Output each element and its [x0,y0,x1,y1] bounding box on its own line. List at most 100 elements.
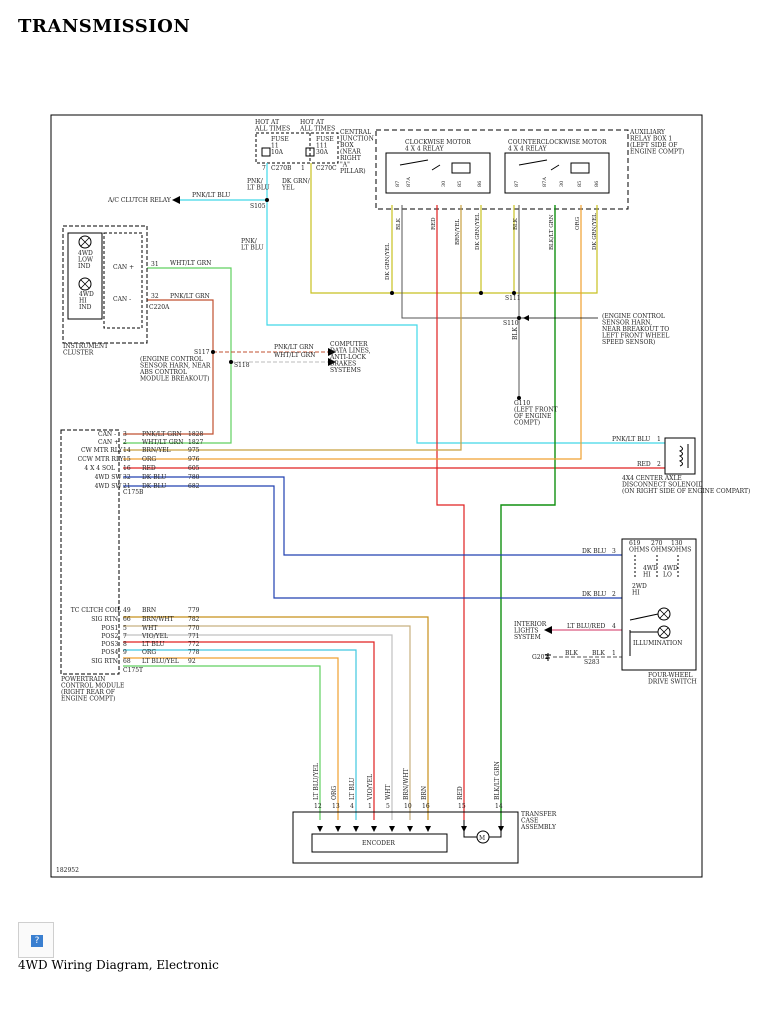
vertical-wire-label: RED [431,217,437,230]
vertical-wire-label: DK GRN/YEL [385,243,391,280]
solenoid-pin-1: 1 [657,436,661,443]
can-minus-label: CAN - [113,296,131,303]
tc-pin: 4 [350,803,354,810]
image-placeholder-icon[interactable]: ? [18,922,54,958]
wht-lt-grn-splice-label: WHT/LT GRN [274,352,315,359]
pcm-pin: 32 [123,474,131,481]
tc-pin-arrow-icon [335,826,341,832]
relay-pin: 87A [406,177,412,187]
pcm-pin: 16 [123,465,131,472]
pcm-wire-color: BRN/WHT [142,616,174,623]
relay-pin: 87A [542,177,548,187]
relay-pin: 87 [395,181,401,187]
pcm-wire-color: ORG [142,456,156,463]
cluster-pin-31: 31 [151,261,159,268]
pcm-circuit: 975 [188,447,200,454]
dk-blu-label-2: DK BLU [582,591,606,598]
pcm-pin: 9 [123,649,127,656]
tc-wire-label: BRN [421,786,428,800]
relay-pin: 30 [441,181,447,187]
pnk-lt-blu-label-a: PNK/LT BLU [247,178,270,192]
lt-blu-red-label: LT BLU/RED [567,623,605,630]
blk-label: BLK [512,327,519,340]
pnk-lt-blu-label-c: PNK/LT BLU [192,192,230,199]
g202-label: G202 [532,654,548,661]
pcm-wire-color: RED [142,465,156,472]
tc-wire-label: BLK/LT GRN [494,761,501,800]
solenoid-wire-1: PNK/LT BLU [612,436,650,443]
tc-pin: 13 [332,803,340,810]
pin-7: 7 [262,165,266,172]
tc-pin-arrow-icon [389,826,395,832]
tc-pin-arrow-icon [461,826,467,832]
illumination-label: ILLUMINATION [633,640,682,647]
relay-pin: 86 [594,181,600,187]
figure-caption: 4WD Wiring Diagram, Electronic [18,958,219,972]
tc-pin-arrow-icon [317,826,323,832]
s283-label: S283 [584,659,600,666]
pcm-pin: 2 [123,439,127,446]
pcm-wire-color: BRN [142,607,156,614]
tc-pin-arrow-icon [353,826,359,832]
pcm-signal-name: POS4 [101,649,118,656]
dk-grn-yel-label: DK GRN/YEL [281,178,311,192]
tc-wire-label: BRN/WHT [403,768,410,800]
tc-wire-label: LT BLU [349,777,356,800]
relay-pin: 85 [577,181,583,187]
tc-wire-label: WHT [385,785,392,800]
pcm-signal-name: 4WD SW [95,474,123,481]
vertical-wire-label: DK GRN/YEL [592,213,598,250]
can-plus-label: CAN + [113,264,134,271]
pcm-wire-color: WHT [142,625,157,632]
help-icon: ? [31,935,43,947]
tc-pin-arrow-icon [498,826,504,832]
pcm-wire-color: DK BLU [142,474,166,481]
ccw-relay-pins: 87 87A 30 85 86 [514,177,600,187]
pcm-pin: 21 [123,483,131,490]
encoder-label: ENCODER [362,840,395,847]
pcm-wire-color: PNK/LT GRN [142,431,182,438]
solenoid-wire-2: RED [637,461,651,468]
blk-label-1: BLK [592,650,605,657]
pnk-lt-blu-label-b: PNK/LT BLU [241,238,264,252]
pcm-circuit: 771 [188,633,199,640]
pcm-circuit: 770 [188,625,200,632]
pcm-circuit: 772 [188,641,200,648]
pcm-circuit: 605 [188,465,200,472]
pcm-circuit: 778 [188,649,200,656]
cw-relay-pins: 87 87A 30 85 86 [395,177,483,187]
c175b-label: C175B [123,489,144,496]
pcm-pin: 49 [123,607,131,614]
pcm-circuit: 976 [188,456,200,463]
switch-pin-2: 2 [612,591,616,598]
tc-pin: 12 [314,803,322,810]
pcm-pin: 68 [123,658,131,665]
pcm-pin: 7 [123,633,127,640]
pcm-pin: 15 [123,456,131,463]
vertical-wire-label: DK GRN/YEL [475,213,481,250]
pcm-signal-name: POS3 [101,641,118,648]
pcm-wire-color: DK BLU [142,483,166,490]
